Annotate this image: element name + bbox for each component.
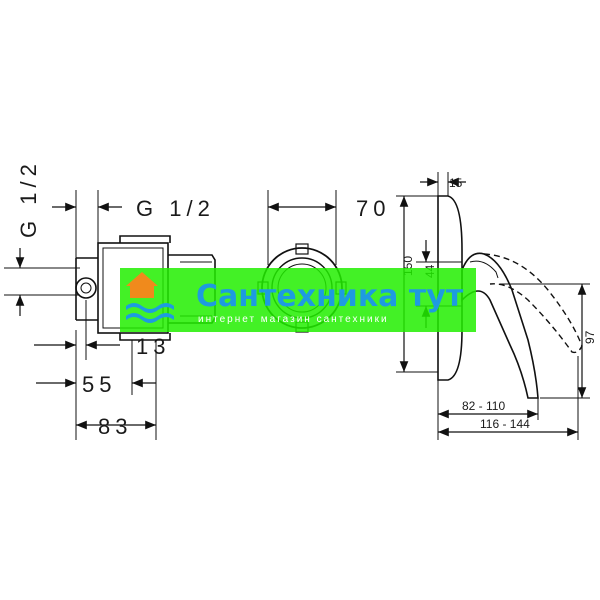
dim-97: 97 bbox=[500, 283, 597, 399]
dim-116-144: 116 - 144 bbox=[438, 356, 579, 440]
dim-g-half-horizontal: G 1/2 bbox=[52, 190, 215, 258]
label-15: 15 bbox=[449, 176, 463, 190]
label-g-half-vertical: G 1/2 bbox=[16, 159, 41, 238]
label-116-144: 116 - 144 bbox=[480, 417, 530, 431]
dim-70: 70 bbox=[267, 190, 390, 265]
dim-83: 83 bbox=[75, 340, 157, 440]
label-97: 97 bbox=[583, 330, 597, 344]
dim-55: 55 bbox=[36, 340, 156, 397]
logo-house-waves-icon bbox=[126, 272, 174, 323]
label-13: 13 bbox=[136, 334, 170, 359]
watermark: Сантехника тут интернет магазин сантехни… bbox=[120, 268, 476, 332]
watermark-title: Сантехника тут bbox=[196, 279, 464, 314]
label-55: 55 bbox=[82, 372, 116, 397]
watermark-banner bbox=[120, 268, 476, 332]
dim-13: 13 bbox=[34, 300, 170, 360]
label-83: 83 bbox=[98, 414, 132, 439]
watermark-subtitle: интернет магазин сантехники bbox=[198, 314, 389, 325]
dim-15: 15 bbox=[420, 172, 466, 196]
dim-g-half-vertical: G 1/2 bbox=[4, 159, 80, 316]
label-82-110: 82 - 110 bbox=[462, 399, 505, 413]
label-70: 70 bbox=[356, 196, 390, 221]
label-g-half-horizontal: G 1/2 bbox=[136, 196, 215, 221]
dim-82-110: 82 - 110 bbox=[437, 380, 539, 440]
